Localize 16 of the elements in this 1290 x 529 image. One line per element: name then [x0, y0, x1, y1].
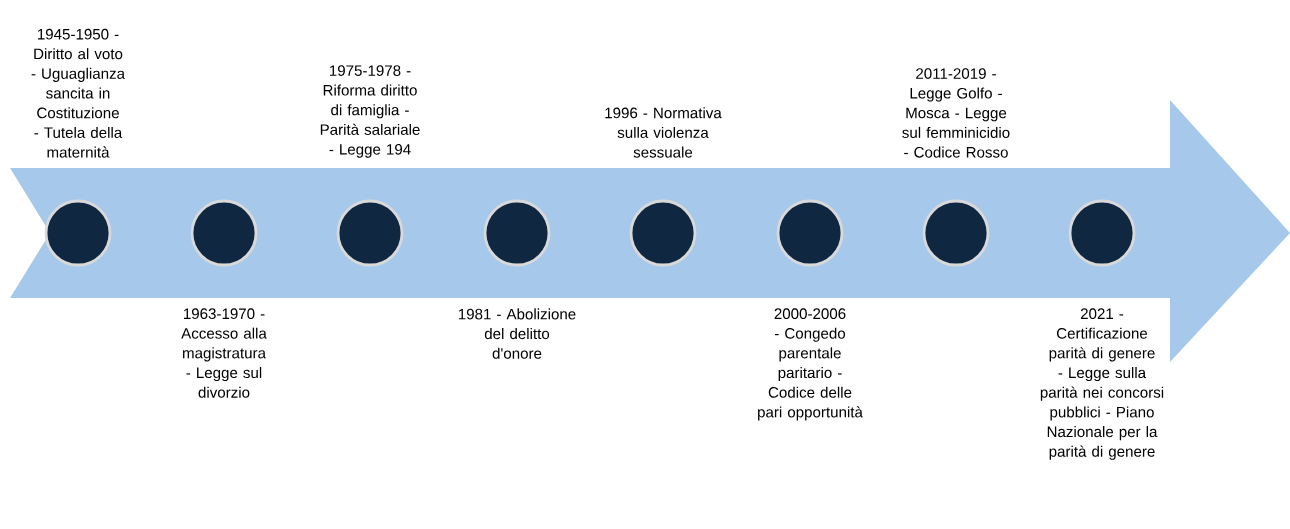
timeline-dot: [629, 199, 697, 267]
timeline-label: 2021 - Certificazione parità di genere - Legge sulla parità nei concorsi pubblici - Piano Nazionale per la parità di genere: [1040, 308, 1164, 460]
timeline-label: 1996 - Normativa sulla violenza sessuale: [605, 107, 722, 158]
timeline-dot: [776, 199, 844, 267]
timeline-label: 2000-2006 - Congedo parentale paritario - Codice delle pari opportunità: [758, 308, 863, 421]
timeline-label: 2011-2019 - Legge Golfo - Mosca - Legge sul femminicidio - Codice Rosso: [902, 68, 1010, 158]
timeline-label: 1945-1950 - Diritto al voto - Uguaglianza sancita in Costituzione - Tutela della maternità: [31, 28, 126, 158]
timeline-dot: [922, 199, 990, 267]
timeline-label: 1975-1978 - Riforma diritto di famiglia - Parità salariale - Legge 194: [320, 65, 420, 158]
timeline-dot: [190, 199, 258, 267]
timeline-label: 1981 - Abolizione del delitto d'onore: [458, 308, 576, 359]
timeline-label: 1963-1970 - Accesso alla magistratura - Legge sul divorzio: [181, 308, 267, 398]
timeline-dot: [483, 199, 551, 267]
timeline-dot: [1068, 199, 1136, 267]
timeline-dot: [336, 199, 404, 267]
timeline-dot: [44, 199, 112, 267]
